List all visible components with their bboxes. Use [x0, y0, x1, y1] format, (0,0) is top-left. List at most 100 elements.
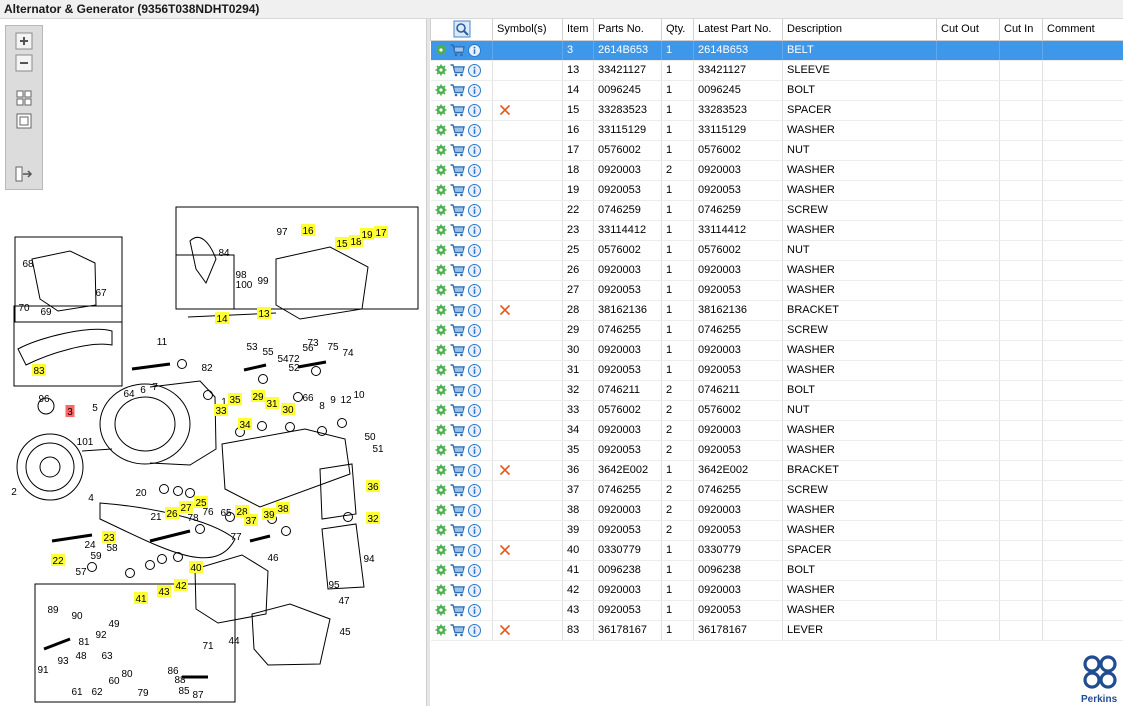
column-header-1[interactable]: Symbol(s) [492, 19, 563, 41]
callout-label[interactable]: 28 [236, 507, 248, 518]
gear-icon[interactable] [435, 224, 447, 236]
gear-icon[interactable] [435, 64, 447, 76]
column-header-2[interactable]: Item [562, 19, 594, 41]
info-icon[interactable] [467, 483, 481, 497]
cart-icon[interactable] [450, 323, 465, 337]
info-icon[interactable] [467, 263, 481, 277]
callout-highlight[interactable] [301, 224, 315, 236]
gear-icon[interactable] [435, 124, 447, 136]
gear-icon[interactable] [435, 184, 447, 196]
gear-icon[interactable] [435, 44, 447, 56]
column-header-7[interactable]: Cut Out [936, 19, 1000, 41]
gear-icon[interactable] [435, 484, 447, 496]
callout-label[interactable]: 31 [266, 399, 278, 410]
callout-highlight[interactable] [366, 480, 380, 492]
cart-icon[interactable] [450, 423, 465, 437]
gear-icon[interactable] [435, 404, 447, 416]
gear-icon[interactable] [435, 504, 447, 516]
gear-icon[interactable] [435, 424, 447, 436]
cart-icon[interactable] [450, 183, 465, 197]
cart-icon[interactable] [450, 503, 465, 517]
gear-icon[interactable] [435, 384, 447, 396]
info-icon[interactable] [467, 303, 481, 317]
info-icon[interactable] [467, 83, 481, 97]
callout-highlight[interactable] [281, 403, 295, 415]
info-icon[interactable] [467, 63, 481, 77]
cart-icon[interactable] [450, 63, 465, 77]
callout-label[interactable]: 42 [175, 581, 187, 592]
info-icon[interactable] [467, 183, 481, 197]
callout-highlight[interactable] [51, 554, 65, 566]
callout-label[interactable]: 27 [180, 503, 192, 514]
gear-icon[interactable] [435, 444, 447, 456]
info-icon[interactable] [467, 143, 481, 157]
callout-label[interactable]: 33 [215, 406, 227, 417]
callout-label[interactable]: 29 [252, 392, 264, 403]
gear-icon[interactable] [435, 84, 447, 96]
cart-icon[interactable] [450, 243, 465, 257]
callout-label[interactable]: 19 [361, 230, 373, 241]
gear-icon[interactable] [435, 304, 447, 316]
callout-label[interactable]: 13 [258, 309, 270, 320]
info-icon[interactable] [467, 583, 481, 597]
fit-all-icon[interactable] [14, 89, 34, 107]
callout-highlight[interactable] [238, 418, 252, 430]
info-icon[interactable] [467, 443, 481, 457]
info-icon[interactable] [467, 403, 481, 417]
gear-icon[interactable] [435, 364, 447, 376]
callout-label[interactable]: 32 [367, 514, 379, 525]
info-icon[interactable] [467, 103, 481, 117]
callout-highlight[interactable] [228, 393, 242, 405]
cart-icon[interactable] [450, 603, 465, 617]
callout-label[interactable]: 14 [216, 314, 228, 325]
callout-label[interactable]: 15 [336, 239, 348, 250]
info-icon[interactable] [467, 543, 481, 557]
cart-icon[interactable] [450, 223, 465, 237]
info-icon[interactable] [467, 363, 481, 377]
callout-highlight[interactable] [335, 237, 349, 249]
callout-highlight[interactable] [349, 235, 363, 247]
actual-size-icon[interactable] [14, 112, 34, 130]
callout-highlight[interactable] [194, 496, 208, 508]
gear-icon[interactable] [435, 324, 447, 336]
column-header-8[interactable]: Cut In [999, 19, 1043, 41]
gear-icon[interactable] [435, 344, 447, 356]
info-icon[interactable] [467, 283, 481, 297]
cart-icon[interactable] [450, 583, 465, 597]
callout-highlight[interactable] [65, 405, 75, 417]
callout-highlight[interactable] [189, 561, 203, 573]
callout-highlight[interactable] [276, 502, 290, 514]
gear-icon[interactable] [435, 164, 447, 176]
callout-highlight[interactable] [165, 507, 179, 519]
callout-label[interactable]: 30 [282, 405, 294, 416]
gear-icon[interactable] [435, 564, 447, 576]
callout-highlight[interactable] [360, 228, 374, 240]
callout-label[interactable]: 17 [375, 228, 387, 239]
cart-icon[interactable] [450, 43, 465, 57]
gear-icon[interactable] [435, 624, 447, 636]
export-list-icon[interactable] [14, 165, 34, 183]
callout-label[interactable]: 22 [52, 556, 64, 567]
cart-icon[interactable] [450, 383, 465, 397]
search-icon[interactable] [453, 20, 471, 38]
gear-icon[interactable] [435, 524, 447, 536]
callout-highlight[interactable] [366, 512, 380, 524]
info-icon[interactable] [467, 43, 481, 57]
column-header-0[interactable] [430, 19, 493, 41]
gear-icon[interactable] [435, 604, 447, 616]
callout-label[interactable]: 39 [263, 510, 275, 521]
info-icon[interactable] [467, 523, 481, 537]
callout-highlight[interactable] [32, 364, 46, 376]
cart-icon[interactable] [450, 103, 465, 117]
